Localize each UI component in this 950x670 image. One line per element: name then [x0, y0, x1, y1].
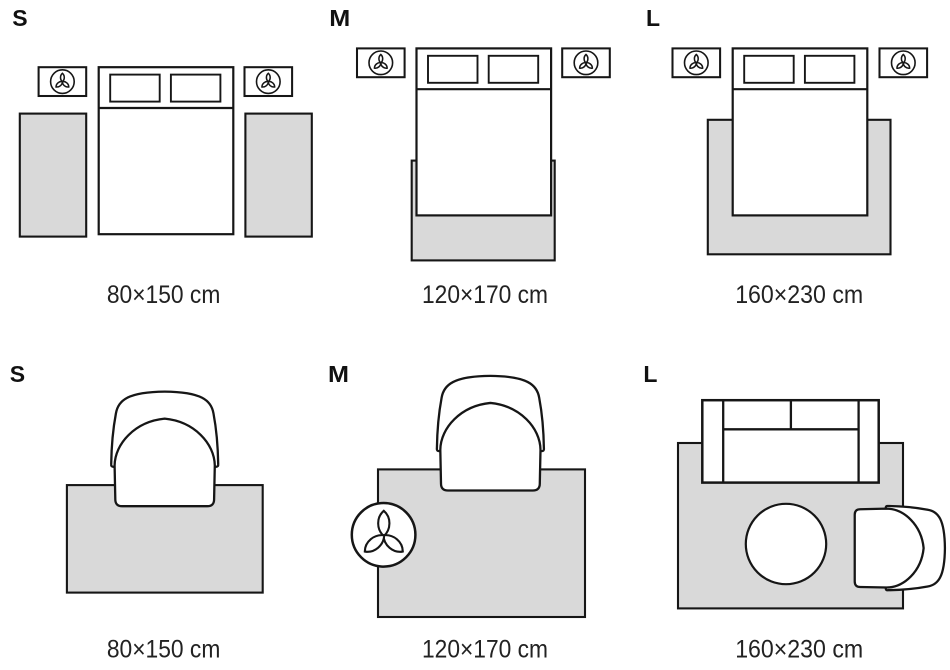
svg-text:L: L	[643, 361, 657, 387]
svg-text:80×150 cm: 80×150 cm	[107, 635, 221, 663]
svg-text:S: S	[10, 361, 25, 387]
svg-text:160×230 cm: 160×230 cm	[735, 635, 863, 663]
svg-text:L: L	[646, 5, 660, 31]
svg-text:160×230 cm: 160×230 cm	[735, 281, 863, 309]
svg-text:M: M	[329, 5, 350, 31]
svg-text:M: M	[328, 361, 349, 387]
svg-text:120×170 cm: 120×170 cm	[422, 635, 548, 663]
svg-text:80×150 cm: 80×150 cm	[107, 281, 221, 309]
svg-text:S: S	[12, 5, 27, 31]
svg-text:120×170 cm: 120×170 cm	[422, 281, 548, 309]
